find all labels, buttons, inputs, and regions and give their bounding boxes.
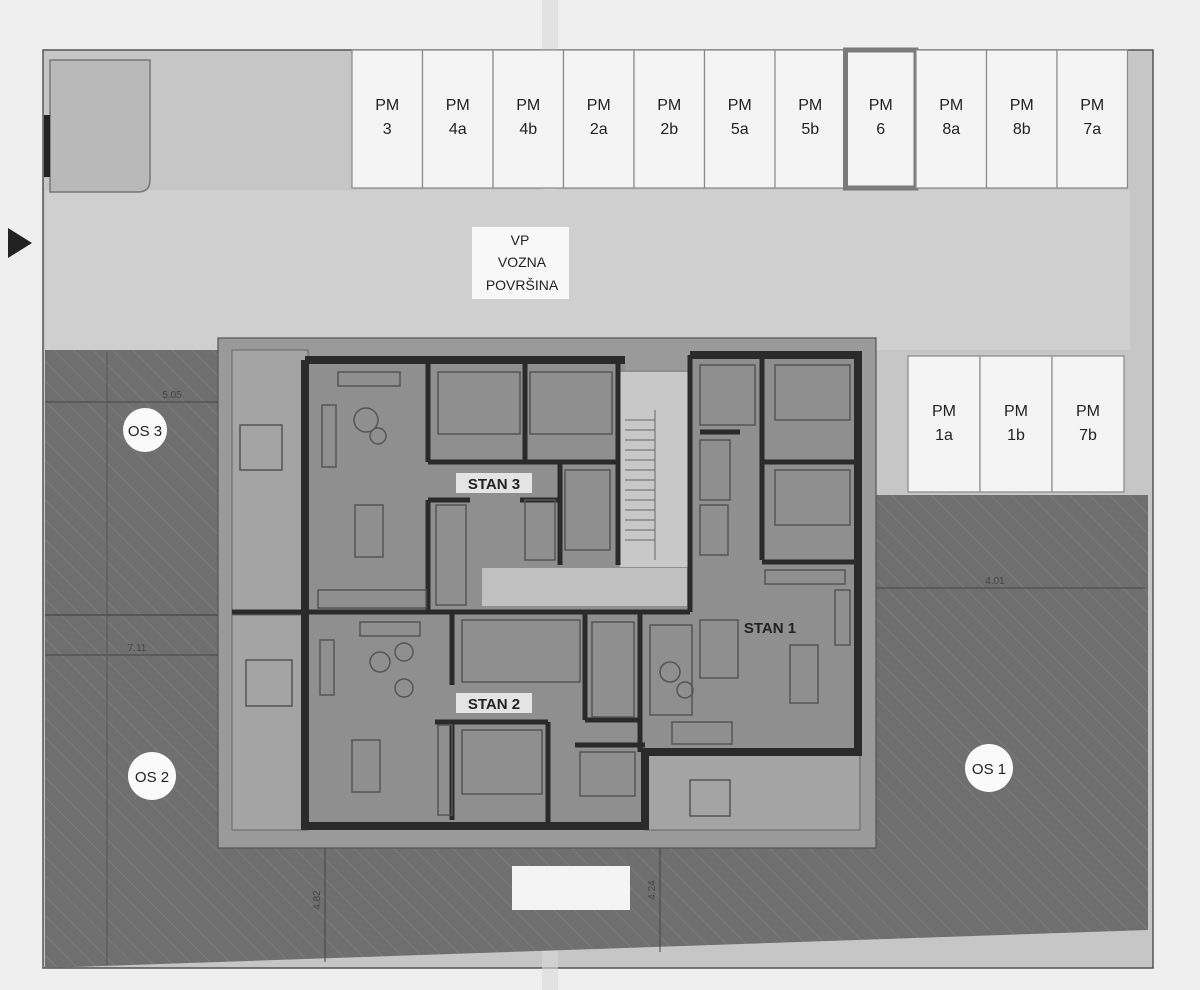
parking-label-2a-num: 2a — [590, 121, 608, 138]
exterior-walls — [301, 351, 862, 830]
driveway-line3: POVRŠINA — [486, 277, 559, 293]
parking-space-2b — [633, 49, 706, 189]
parking-label-7b-pm: PM — [1076, 403, 1100, 420]
parking-label-1b-pm: PM — [1004, 403, 1028, 420]
parking-space-4a — [421, 49, 494, 189]
parking-label-4b-pm: PM — [516, 97, 540, 114]
terrace-stan1 — [644, 754, 861, 831]
parking-space-4b — [492, 49, 565, 189]
parking-label-3-pm: PM — [375, 97, 399, 114]
parking-label-8b-num: 8b — [1013, 121, 1031, 138]
parking-label-8a-num: 8a — [942, 121, 960, 138]
parking-label-1a-pm: PM — [932, 403, 956, 420]
os3-circle — [123, 408, 167, 452]
gate-marker — [44, 115, 50, 177]
stan3-label-bg — [456, 473, 532, 493]
stan2-label-bg — [456, 693, 532, 713]
parking-space-5b — [774, 49, 847, 189]
parking-label-4b-num: 4b — [519, 121, 537, 138]
parking-label-7b-num: 7b — [1079, 427, 1097, 444]
parking-space-8b — [985, 49, 1058, 189]
stan2-label: STAN 2 — [468, 696, 520, 713]
dimension-401: 4.01 — [985, 576, 1005, 587]
parking-label-2b-pm: PM — [657, 97, 681, 114]
parking-space-6 — [843, 47, 919, 191]
stan3-label: STAN 3 — [468, 476, 520, 493]
parking-label-6-pm: PM — [869, 97, 893, 114]
corridor — [482, 568, 687, 606]
entrance-arrow-icon — [8, 228, 32, 258]
parking-space-2a — [562, 49, 635, 189]
furniture-stan3 — [239, 371, 613, 609]
driveway-line2: VOZNA — [498, 254, 547, 270]
parking-label-6-num: 6 — [876, 121, 885, 138]
parking-label-8b-pm: PM — [1010, 97, 1034, 114]
parking-label-5b-pm: PM — [798, 97, 822, 114]
landscape-corner — [49, 59, 151, 193]
parking-row-east: PM 1a PM 1b PM 7b — [907, 355, 1125, 493]
parking-label-4a-pm: PM — [446, 97, 470, 114]
parking-label-5a-pm: PM — [728, 97, 752, 114]
dimension-505: 5.05 — [162, 390, 182, 401]
furniture-stan2 — [245, 619, 636, 816]
dimension-711: 7.11 — [128, 643, 147, 654]
os2-label: OS 2 — [135, 769, 169, 786]
parking-label-4a-num: 4a — [449, 121, 467, 138]
parking-label-7a-num: 7a — [1083, 121, 1101, 138]
parking-space-8a — [915, 49, 988, 189]
terrace-stan2 — [231, 614, 309, 831]
os2-circle — [128, 752, 176, 800]
parking-space-5a — [703, 49, 776, 189]
parking-space-1a — [907, 355, 981, 493]
parking-label-3-num: 3 — [383, 121, 392, 138]
parking-space-1b — [979, 355, 1053, 493]
parking-label-8a-pm: PM — [939, 97, 963, 114]
os1-label: OS 1 — [972, 761, 1006, 778]
os3-label: OS 3 — [128, 423, 162, 440]
parking-space-3 — [351, 49, 424, 189]
parking-space-7b — [1051, 355, 1125, 493]
stairs — [625, 410, 656, 560]
parking-label-1a-num: 1a — [935, 427, 953, 444]
parking-label-2b-num: 2b — [660, 121, 678, 138]
redacted-patch — [512, 866, 630, 910]
terrace-stan3 — [231, 349, 309, 616]
parking-label-7a-pm: PM — [1080, 97, 1104, 114]
os1-circle — [965, 744, 1013, 792]
stan1-label: STAN 1 — [744, 620, 796, 637]
furniture-stan1 — [649, 364, 851, 817]
driveway-label-box — [472, 227, 569, 299]
parking-row-north: PM 3 PM 4a PM 4b PM 2a PM 2b PM 5a PM 5b PM 6 PM 8a PM 8b PM… — [351, 47, 1129, 191]
dimension-482: 4.82 — [312, 890, 323, 910]
driveway-area — [45, 190, 1130, 350]
dimension-424: 4.24 — [647, 880, 658, 900]
driveway-line1: VP — [511, 232, 530, 248]
parking-label-5a-num: 5a — [731, 121, 749, 138]
parking-label-2a-pm: PM — [587, 97, 611, 114]
parking-label-5b-num: 5b — [801, 121, 819, 138]
parking-label-1b-num: 1b — [1007, 427, 1025, 444]
parking-space-7a — [1056, 49, 1129, 189]
